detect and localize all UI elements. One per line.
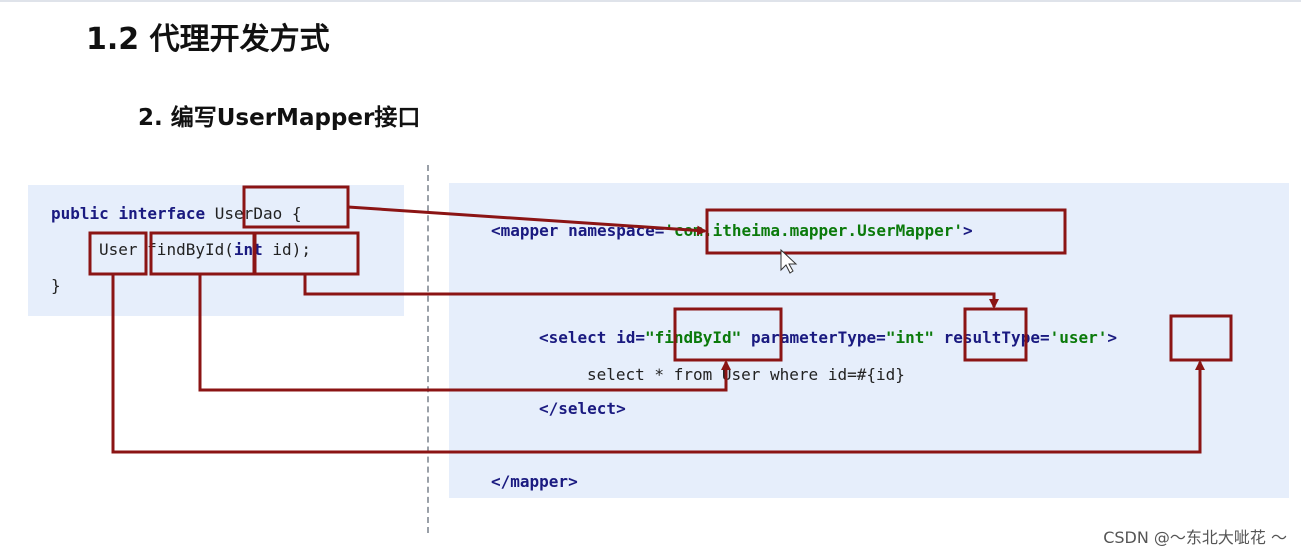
box-parameter-type xyxy=(963,307,1028,362)
mapper-xml-panel xyxy=(449,183,1289,498)
param-name: id); xyxy=(272,240,311,259)
namespace-value: 'com.itheima.mapper.UserMapper' xyxy=(664,221,964,240)
result-type-value: 'user' xyxy=(1049,328,1108,347)
xml-line-select-close: </select> xyxy=(539,399,626,419)
paren-open: ( xyxy=(224,240,234,259)
parameter-type-attr: parameterType= xyxy=(750,328,886,347)
sql-statement: select * from User where id=#{id} xyxy=(587,365,905,384)
xml-line-mapper-close: </mapper> xyxy=(491,472,578,492)
xml-line-mapper-open: <mapper namespace='com.itheima.mapper.Us… xyxy=(491,221,973,241)
arrow-param-to-parameter-type xyxy=(303,274,999,309)
keyword-interface: interface xyxy=(118,204,206,223)
id-value: "findById" xyxy=(644,328,742,347)
box-return-type xyxy=(88,231,148,276)
xml-line-select-open: <select id="findById" parameterType="int… xyxy=(539,328,1117,348)
box-param-type xyxy=(253,231,360,276)
code-line-interface-decl: public interface UserDao { xyxy=(51,204,302,224)
box-result-type xyxy=(1169,314,1233,362)
top-rule xyxy=(0,0,1301,2)
close-brace: } xyxy=(51,276,61,295)
arrow-return-to-result-type xyxy=(111,274,1205,454)
box-select-id xyxy=(673,307,783,362)
box-namespace xyxy=(705,208,1067,255)
interface-name: UserDao xyxy=(214,204,283,223)
id-attr: id= xyxy=(616,328,645,347)
method-name: findById xyxy=(147,240,225,259)
slide-title: 1.2 代理开发方式 xyxy=(86,22,330,57)
return-type: User xyxy=(99,240,138,259)
mapper-close-tag: </mapper> xyxy=(491,472,578,491)
mapper-open-end: > xyxy=(963,221,973,240)
code-line-close: } xyxy=(51,276,61,296)
arrow-interface-to-namespace xyxy=(347,205,707,236)
select-close-tag: </select> xyxy=(539,399,626,418)
mouse-cursor-icon xyxy=(780,248,798,274)
dashed-divider xyxy=(427,165,429,533)
box-method-name xyxy=(149,231,256,276)
xml-line-sql: select * from User where id=#{id} xyxy=(587,365,905,385)
watermark: CSDN @～东北大呲花 ～ xyxy=(1103,528,1287,547)
select-open-end: > xyxy=(1107,328,1118,347)
parameter-type-value: "int" xyxy=(885,328,934,347)
result-type-attr: resultType= xyxy=(943,328,1050,347)
arrow-method-to-select-id xyxy=(198,274,731,392)
mapper-open-tag: <mapper xyxy=(491,221,559,240)
box-interface-name xyxy=(242,185,350,229)
open-brace: { xyxy=(291,204,302,223)
keyword-public: public xyxy=(51,204,109,223)
select-open-tag: <select xyxy=(539,328,607,347)
slide-subtitle: 2. 编写UserMapper接口 xyxy=(138,105,421,131)
